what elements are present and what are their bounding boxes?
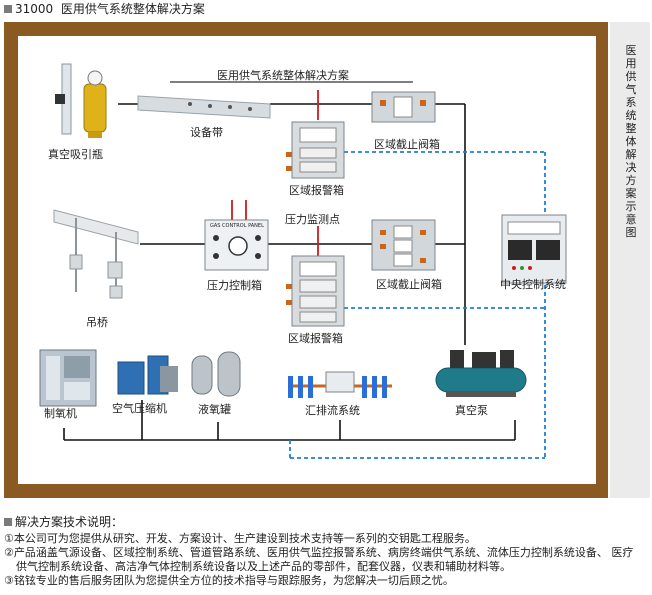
tech-notes: 解决方案技术说明： ①本公司可为您提供从研究、开发、方案设计、生产建设到技术支持… xyxy=(4,515,648,588)
header-title: 医用供气系统整体解决方案 xyxy=(60,2,205,16)
equipment-belt-icon xyxy=(137,95,271,119)
label-zone-alarm-top: 区域报警箱 xyxy=(289,184,344,197)
zone-valve-box-top-icon xyxy=(371,91,436,123)
label-pressure-point: 压力监测点 xyxy=(285,213,340,226)
label-bridge: 吊桥 xyxy=(86,316,108,329)
sidebar-panel xyxy=(610,22,650,498)
pressure-panel-text: GAS CONTROL PANEL xyxy=(210,223,264,229)
notes-title: 解决方案技术说明： xyxy=(4,515,648,529)
note-item-3: ③铭铉专业的售后服务团队为您提供全方位的技术指导与跟踪服务，为您解决一切后顾之忧… xyxy=(4,574,454,587)
air-compressor-icon xyxy=(117,355,178,395)
note-item-1: ①本公司可为您提供从研究、开发、方案设计、生产建设到技术支持等一系列的交钥匙工程… xyxy=(4,532,476,545)
page-header: 31000 医用供气系统整体解决方案 xyxy=(4,2,205,16)
pressure-control-box-icon xyxy=(204,219,269,271)
vacuum-pump-icon xyxy=(435,350,527,397)
liquid-tank-icon xyxy=(191,351,241,397)
label-zone-alarm-mid: 区域报警箱 xyxy=(288,332,343,345)
manifold-icon xyxy=(288,371,392,398)
label-oxygen-machine: 制氧机 xyxy=(44,407,77,420)
zone-valve-box-mid-icon xyxy=(371,219,436,271)
oxygen-machine-icon xyxy=(39,349,97,407)
label-vacuum-bottle: 真空吸引瓶 xyxy=(48,148,103,161)
notes-square-icon xyxy=(4,518,12,526)
label-central-control: 中央控制系统 xyxy=(500,278,566,291)
bridge-icon xyxy=(53,209,139,299)
label-vacuum-pump: 真空泵 xyxy=(455,404,488,417)
note-item-2: ②产品涵盖气源设备、区域控制系统、管道管路系统、医用供气监控报警系统、病房终端供… xyxy=(4,546,634,559)
diagram-banner: 医用供气系统整体解决方案 xyxy=(217,69,349,82)
zone-alarm-box-mid-icon xyxy=(286,255,345,327)
header-code: 31000 xyxy=(15,2,54,16)
dashed-signal-lines xyxy=(289,151,546,459)
label-air-compressor: 空气压缩机 xyxy=(112,402,167,415)
red-pipes xyxy=(231,90,319,256)
header-square-icon xyxy=(4,5,12,13)
vacuum-bottle-icon xyxy=(55,63,107,138)
label-pressure-box: 压力控制箱 xyxy=(207,279,262,292)
sidebar-vertical-title: 医用供气系统整体解决方案示意图 xyxy=(625,44,637,239)
central-control-icon xyxy=(501,214,567,284)
label-liquid-tank: 液氧罐 xyxy=(198,403,231,416)
label-zone-valve-top: 区域截止阀箱 xyxy=(374,138,440,151)
label-equipment-belt: 设备带 xyxy=(190,126,223,139)
zone-alarm-box-top-icon xyxy=(286,121,345,179)
label-zone-valve-mid: 区域截止阀箱 xyxy=(376,278,442,291)
label-manifold: 汇排流系统 xyxy=(305,404,360,417)
note-item-2-cont: 供气控制系统设备、高洁净气体控制系统设备以及上述产品的零部件，配套仪器，仪表和辅… xyxy=(16,560,511,573)
